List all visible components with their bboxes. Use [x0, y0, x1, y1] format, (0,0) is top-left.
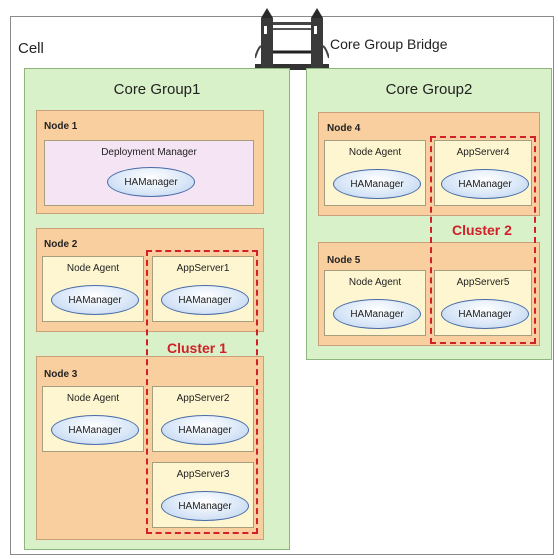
hamanager-node2-agent: HAManager — [51, 285, 139, 315]
appserver3-box: AppServer3 HAManager — [152, 462, 254, 528]
node-agent-label-node2: Node Agent — [66, 263, 120, 274]
tower-bridge-icon — [255, 8, 329, 70]
core-group-2-title: Core Group2 — [385, 81, 473, 98]
appserver5-box: AppServer5 HAManager — [434, 270, 532, 336]
appserver1-box: AppServer1 HAManager — [152, 256, 254, 322]
hamanager-appserver2: HAManager — [161, 415, 249, 445]
appserver4-label: AppServer4 — [456, 147, 510, 158]
cluster-1-label: Cluster 1 — [167, 340, 227, 356]
node-5-label: Node 5 — [327, 255, 361, 266]
node-agent-label-node4: Node Agent — [348, 147, 402, 158]
hamanager-node4-agent: HAManager — [333, 169, 421, 199]
node-agent-box-node2: Node Agent HAManager — [42, 256, 144, 322]
node-agent-box-node4: Node Agent HAManager — [324, 140, 426, 206]
node-3-label: Node 3 — [44, 369, 78, 380]
appserver3-label: AppServer3 — [176, 469, 230, 480]
appserver1-label: AppServer1 — [176, 263, 230, 274]
hamanager-dm: HAManager — [107, 167, 195, 197]
node-agent-label-node5: Node Agent — [348, 277, 402, 288]
hamanager-appserver1: HAManager — [161, 285, 249, 315]
hamanager-node5-agent: HAManager — [333, 299, 421, 329]
node-agent-label-node3: Node Agent — [66, 393, 120, 404]
appserver4-box: AppServer4 HAManager — [434, 140, 532, 206]
cluster-2-boundary — [430, 136, 536, 344]
deployment-manager-label: Deployment Manager — [101, 147, 197, 158]
appserver5-label: AppServer5 — [456, 277, 510, 288]
cell-label: Cell — [18, 40, 44, 57]
node-agent-box-node5: Node Agent HAManager — [324, 270, 426, 336]
node-1-label: Node 1 — [44, 121, 78, 132]
node-agent-box-node3: Node Agent HAManager — [42, 386, 144, 452]
hamanager-appserver4: HAManager — [441, 169, 529, 199]
hamanager-appserver5: HAManager — [441, 299, 529, 329]
node-4-label: Node 4 — [327, 123, 361, 134]
hamanager-node3-agent: HAManager — [51, 415, 139, 445]
node-2-label: Node 2 — [44, 239, 78, 250]
appserver2-box: AppServer2 HAManager — [152, 386, 254, 452]
cluster-2-label: Cluster 2 — [452, 222, 512, 238]
appserver2-label: AppServer2 — [176, 393, 230, 404]
cluster-1-boundary — [146, 250, 258, 534]
deployment-manager-box: Deployment Manager HAManager — [44, 140, 254, 206]
core-group-bridge-label: Core Group Bridge — [330, 36, 448, 52]
core-group-1-title: Core Group1 — [113, 81, 201, 98]
hamanager-appserver3: HAManager — [161, 491, 249, 521]
